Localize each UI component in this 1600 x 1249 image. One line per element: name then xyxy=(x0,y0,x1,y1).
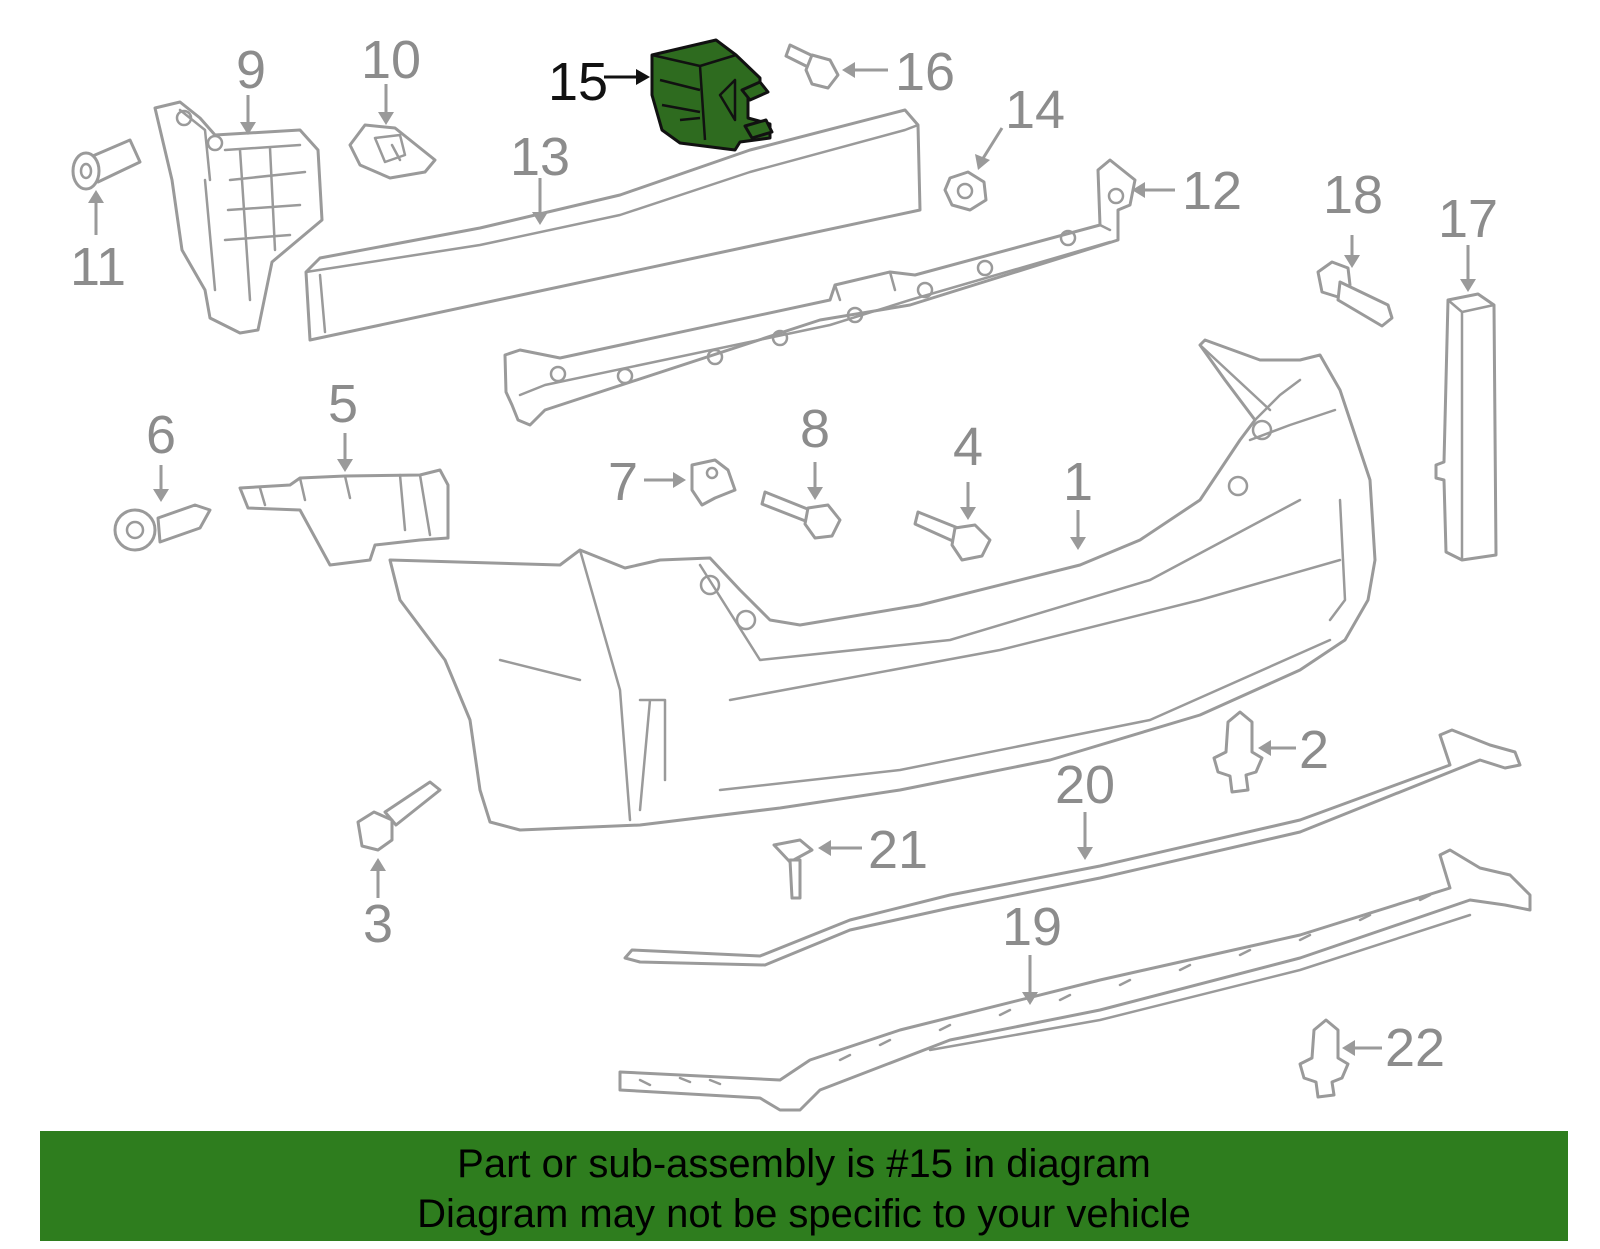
part-1-bumper-cover xyxy=(388,338,1377,832)
part-17-reflector xyxy=(1434,292,1498,562)
part-22-clip xyxy=(1298,1018,1350,1099)
part-2-clip xyxy=(1212,710,1264,794)
part-11-grommet xyxy=(71,138,142,191)
caption-line-2: Diagram may not be specific to your vehi… xyxy=(417,1192,1191,1236)
callout-3: 3 xyxy=(363,894,393,954)
callout-16: 16 xyxy=(895,42,955,102)
callout-2: 2 xyxy=(1299,720,1329,780)
callout-4: 4 xyxy=(953,417,983,477)
callout-15: 15 xyxy=(548,52,608,112)
part-14-nut xyxy=(943,170,988,212)
part-18-bolt xyxy=(1316,260,1394,328)
callout-6: 6 xyxy=(146,405,176,465)
callout-7: 7 xyxy=(608,452,638,512)
callout-5: 5 xyxy=(328,374,358,434)
caption-line-1: Part or sub-assembly is #15 in diagram xyxy=(457,1142,1151,1186)
callout-20: 20 xyxy=(1055,755,1115,815)
part-5-bracket xyxy=(238,468,450,567)
callout-14: 14 xyxy=(1005,80,1065,140)
callout-11: 11 xyxy=(70,237,126,297)
part-3-bolt xyxy=(356,780,442,852)
part-20-molding xyxy=(623,728,1522,967)
callout-22: 22 xyxy=(1385,1018,1445,1078)
callout-1: 1 xyxy=(1063,452,1093,512)
part-6-bolt xyxy=(113,503,212,552)
part-10-clip xyxy=(348,123,437,180)
part-8-bolt xyxy=(760,490,842,540)
part-16-bolt xyxy=(784,43,840,90)
part-9-bracket xyxy=(153,100,324,335)
part-15-module xyxy=(650,38,774,152)
part-4-bolt xyxy=(913,510,992,562)
callout-12: 12 xyxy=(1182,161,1242,221)
callout-21: 21 xyxy=(868,820,928,880)
callout-9: 9 xyxy=(236,40,266,100)
part-12-absorber xyxy=(503,158,1137,427)
part-19-valance xyxy=(618,848,1532,1112)
callout-13: 13 xyxy=(510,127,570,187)
callout-18: 18 xyxy=(1323,165,1383,225)
caption-banner: Part or sub-assembly is #15 in diagram D… xyxy=(40,1131,1568,1241)
callout-17: 17 xyxy=(1438,189,1498,249)
callout-19: 19 xyxy=(1002,897,1062,957)
callout-10: 10 xyxy=(361,30,421,90)
callout-8: 8 xyxy=(800,399,830,459)
part-7-clip xyxy=(690,458,737,507)
part-13-reinforcement xyxy=(304,108,922,342)
part-21-clip xyxy=(772,838,814,900)
